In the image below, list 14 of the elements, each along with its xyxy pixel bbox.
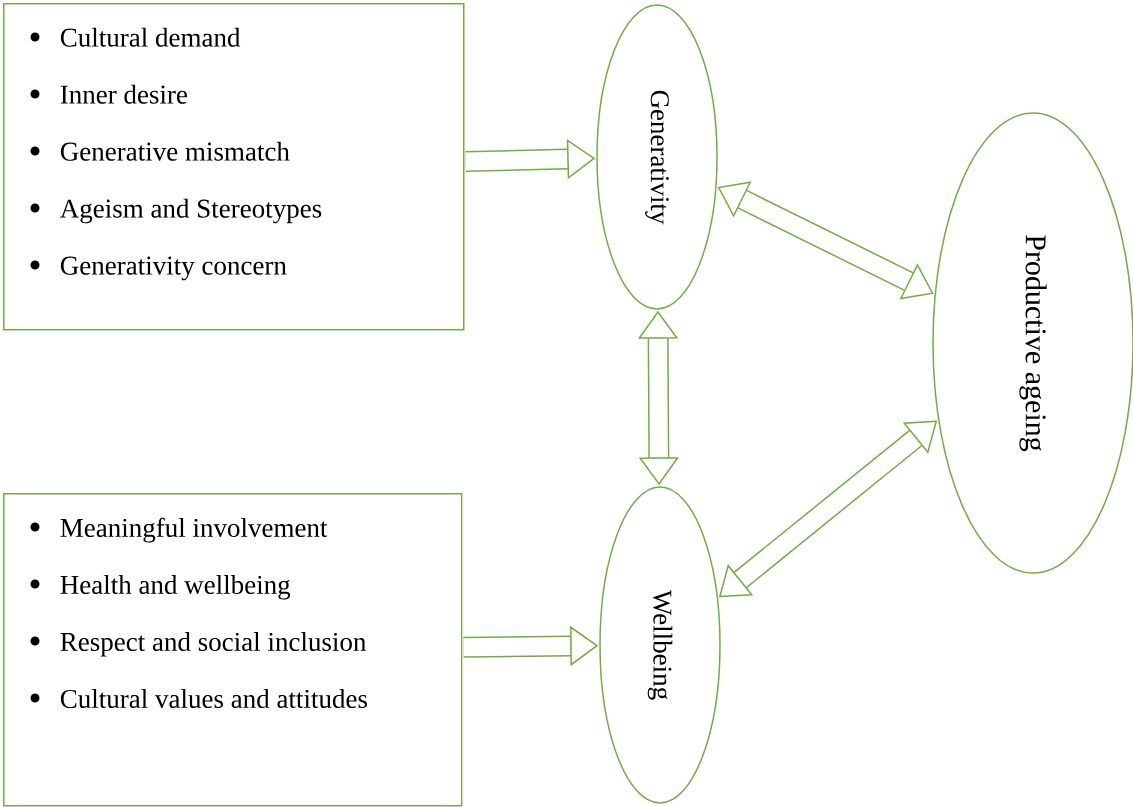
bullet-item: Health and wellbeing — [60, 575, 291, 600]
bullet-item: Respect and social inclusion — [60, 632, 367, 657]
bullet-item: Generative mismatch — [60, 141, 290, 161]
ellipse-node: Wellbeing — [599, 486, 721, 804]
bullet-item: Meaningful involvement — [60, 517, 328, 543]
block-arrow — [717, 181, 934, 300]
bullet-item: Generativity concern — [60, 256, 287, 281]
text-box — [3, 493, 463, 807]
bullet-item: Ageism and Stereotypes — [60, 198, 322, 224]
text-box — [3, 3, 465, 331]
bullet-item: Cultural values and attitudes — [60, 689, 367, 709]
bullet-item: Inner desire — [60, 84, 187, 104]
ellipse-node: Generativity — [596, 4, 718, 310]
bullet-item: Cultural demand — [60, 27, 241, 47]
